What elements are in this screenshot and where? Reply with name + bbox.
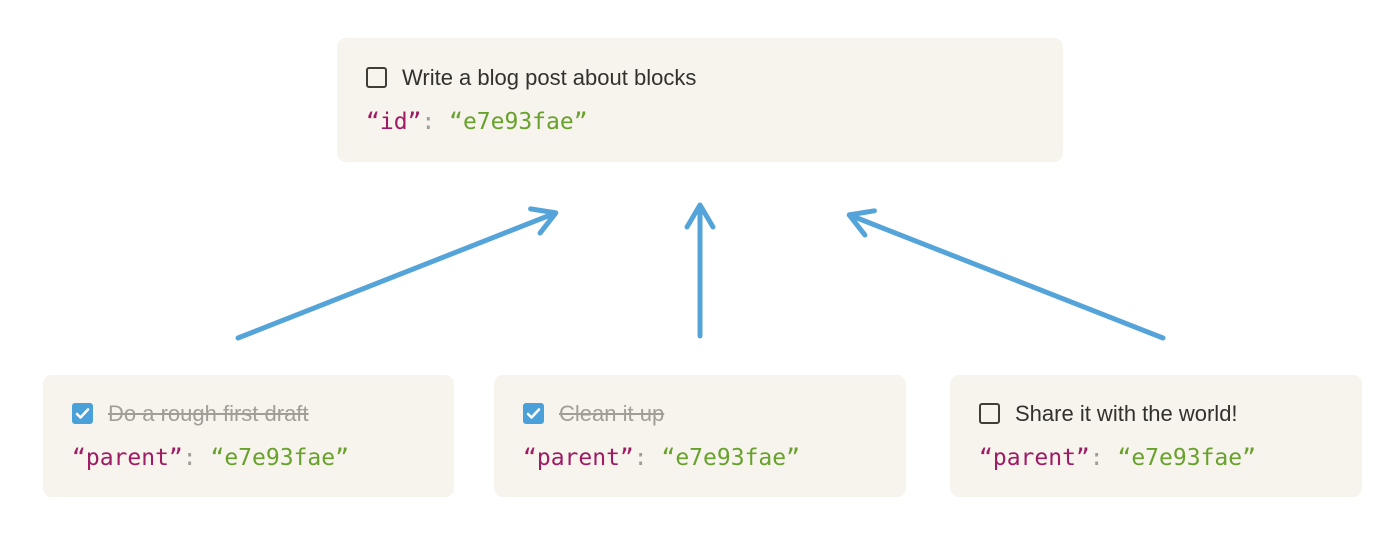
parent-block-card: Write a blog post about blocks “id”: “e7… bbox=[337, 38, 1063, 162]
todo-checkbox[interactable] bbox=[72, 403, 93, 424]
task-label: Clean it up bbox=[559, 400, 665, 426]
todo-checkbox[interactable] bbox=[523, 403, 544, 424]
child-block-card-share: Share it with the world! “parent”: “e7e9… bbox=[950, 375, 1362, 497]
arrow-draft-to-parent bbox=[235, 206, 559, 341]
todo-row: Clean it up bbox=[523, 400, 877, 428]
code-key: “parent” bbox=[72, 444, 183, 471]
block-parent-code: “parent”: “e7e93fae” bbox=[979, 443, 1333, 473]
code-value: “e7e93fae” bbox=[210, 444, 349, 471]
block-parent-code: “parent”: “e7e93fae” bbox=[523, 443, 877, 473]
code-value: “e7e93fae” bbox=[661, 444, 800, 471]
todo-checkbox[interactable] bbox=[366, 67, 387, 88]
block-parent-code: “parent”: “e7e93fae” bbox=[72, 443, 425, 473]
arrow-share-to-parent bbox=[846, 208, 1166, 341]
block-id-code: “id”: “e7e93fae” bbox=[366, 107, 1034, 137]
checkmark-icon bbox=[526, 408, 541, 419]
todo-row: Do a rough first draft bbox=[72, 400, 425, 428]
task-label: Write a blog post about blocks bbox=[402, 64, 697, 90]
todo-row: Write a blog post about blocks bbox=[366, 64, 1034, 92]
checkmark-icon bbox=[75, 408, 90, 419]
child-block-card-draft: Do a rough first draft “parent”: “e7e93f… bbox=[43, 375, 454, 497]
code-value: “e7e93fae” bbox=[1117, 444, 1256, 471]
code-key: “id” bbox=[366, 108, 422, 135]
child-block-card-cleanup: Clean it up “parent”: “e7e93fae” bbox=[494, 375, 906, 497]
code-separator: : bbox=[633, 444, 662, 471]
code-separator: : bbox=[421, 108, 450, 135]
code-key: “parent” bbox=[523, 444, 634, 471]
code-separator: : bbox=[182, 444, 211, 471]
task-label: Share it with the world! bbox=[1015, 400, 1238, 426]
todo-checkbox[interactable] bbox=[979, 403, 1000, 424]
code-key: “parent” bbox=[979, 444, 1090, 471]
code-value: “e7e93fae” bbox=[449, 108, 588, 135]
task-label: Do a rough first draft bbox=[108, 400, 309, 426]
code-separator: : bbox=[1089, 444, 1118, 471]
todo-row: Share it with the world! bbox=[979, 400, 1333, 428]
